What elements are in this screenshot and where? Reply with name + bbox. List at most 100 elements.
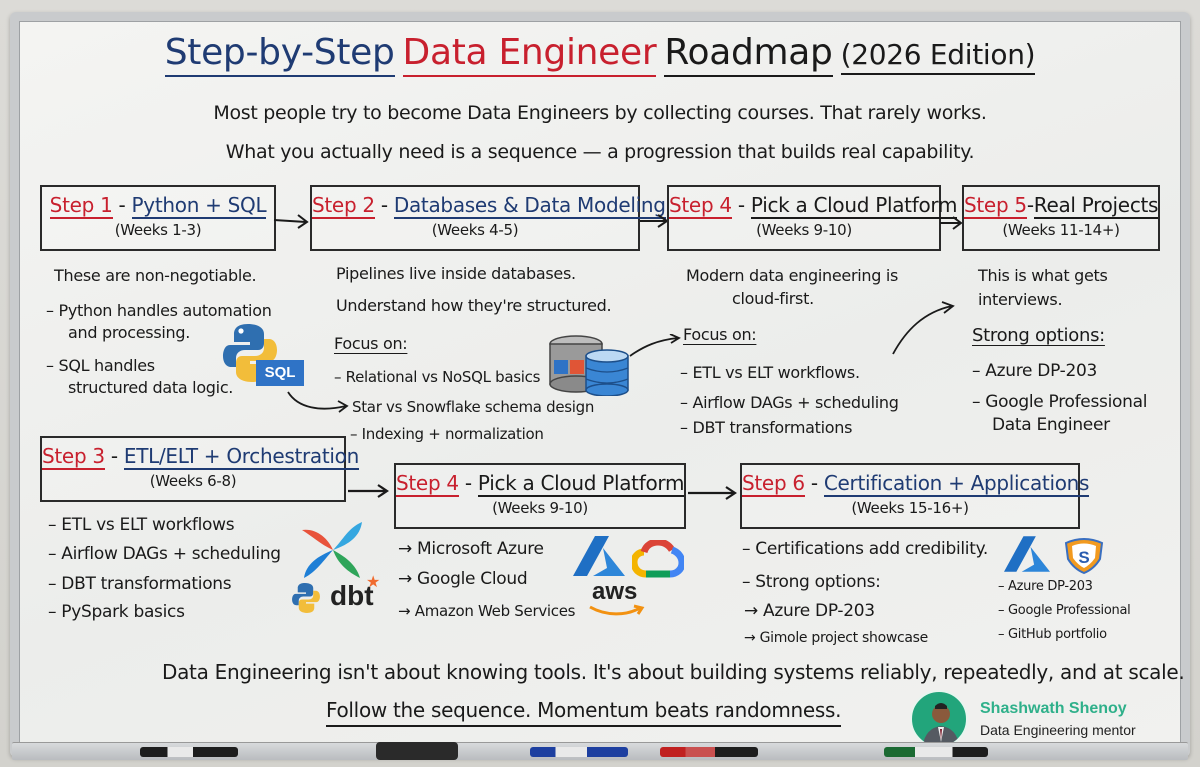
azure-icon <box>573 536 625 576</box>
step-5-bullet-1: – Azure DP-203 <box>972 361 1098 381</box>
step-6-side-1: – Azure DP-203 <box>998 579 1093 594</box>
step-2-bullet-3: – Indexing + normalization <box>350 425 544 443</box>
step-4-top-box: Step 4 - Pick a Cloud Platform (Weeks 9-… <box>667 185 957 251</box>
step-4-bottom-option-aws: → Amazon Web Services <box>398 602 576 620</box>
arrow-step1-to-step2-icon <box>273 214 309 229</box>
aws-logo-icon: aws <box>592 578 638 605</box>
arrow-db-to-focus-icon <box>629 334 681 357</box>
step-6-label: Step 6 <box>742 471 805 497</box>
step-5-bullet-2: – Google Professional <box>972 392 1148 412</box>
dbt-star-icon: ★ <box>366 572 381 591</box>
author-avatar <box>910 690 968 748</box>
arrow-step3-to-step4-icon <box>348 484 389 498</box>
step-5-weeks: (Weeks 11-14+) <box>1002 221 1120 239</box>
step-2-box: Step 2 - Databases & Data Modeling (Week… <box>310 185 666 251</box>
step-4-bottom-option-gcp: → Google Cloud <box>398 569 528 589</box>
step-2-bullet-2: Star vs Snowflake schema design <box>352 398 595 416</box>
step-2-focus-heading: Focus on: <box>334 334 408 353</box>
step-4-bottom-weeks: (Weeks 9-10) <box>492 499 588 517</box>
step-1-intro: These are non-negotiable. <box>54 266 257 285</box>
step-4-top-weeks: (Weeks 9-10) <box>756 221 852 239</box>
curved-arrow-icon <box>287 391 349 413</box>
step-3-bullet-3: – DBT transformations <box>48 574 232 594</box>
shield-s-icon: S <box>1064 538 1104 575</box>
sql-badge-icon: SQL <box>256 360 304 386</box>
footer-line-2: Follow the sequence. Momentum beats rand… <box>326 698 842 727</box>
step-2-intro-2: Understand how they're structured. <box>336 296 612 315</box>
author-name: Shashwath Shenoy <box>980 700 1127 717</box>
intro-line-2: What you actually need is a sequence — a… <box>225 141 975 163</box>
step-4-top-intro-2: cloud-first. <box>732 289 814 308</box>
step-5-intro-1: This is what gets <box>978 266 1108 285</box>
step-1-weeks: (Weeks 1-3) <box>114 221 202 239</box>
step-3-weeks: (Weeks 6-8) <box>149 472 237 490</box>
step-4-top-bullet-2: – Airflow DAGs + scheduling <box>680 393 899 412</box>
step-4-top-intro-1: Modern data engineering is <box>686 266 899 285</box>
green-marker <box>884 747 988 757</box>
blue-marker <box>530 747 628 757</box>
step-3-bullet-2: – Airflow DAGs + scheduling <box>48 544 281 564</box>
step-6-bullet-4: → Gimole project showcase <box>744 630 928 646</box>
title-part-3: Roadmap <box>664 32 833 77</box>
step-2-weeks: (Weeks 4-5) <box>431 221 519 239</box>
step-5-bullet-3: Data Engineer <box>992 415 1110 435</box>
title-part-4: (2026 Edition) <box>840 38 1036 75</box>
intro-line-1: Most people try to become Data Engineers… <box>213 102 987 124</box>
arrow-step4-to-step5-icon <box>940 216 963 230</box>
step-1-label: Step 1 <box>49 193 113 219</box>
person-icon <box>922 703 960 746</box>
step-4-top-focus-heading: Focus on: <box>683 325 757 344</box>
footer-line-2-text: Follow the sequence. Momentum beats rand… <box>326 698 842 727</box>
step-6-bullet-1: – Certifications add credibility. <box>742 539 989 559</box>
step-6-bullet-2: – Strong options: <box>742 572 881 592</box>
database-icon <box>549 335 629 396</box>
step-2-label: Step 2 <box>312 193 375 219</box>
step-3-box: Step 3 - ETL/ELT + Orchestration (Weeks … <box>40 436 359 502</box>
step-2-name: Databases & Data Modeling <box>393 193 666 219</box>
step-3-label: Step 3 <box>42 444 105 470</box>
title-part-2: Data Engineer <box>402 32 657 77</box>
svg-text:S: S <box>1078 548 1089 567</box>
step-5-box: Step 5-Real Projects (Weeks 11-14+) <box>962 185 1160 251</box>
step-6-box: Step 6 - Certification + Applications (W… <box>740 463 1089 529</box>
dbt-logo-icon: dbt <box>330 580 374 611</box>
author-role: Data Engineering mentor <box>980 722 1136 738</box>
step-1-box: Step 1 - Python + SQL (Weeks 1-3) <box>40 185 276 251</box>
azure-icon-small <box>1004 536 1050 572</box>
step-6-bullet-3: → Azure DP-203 <box>744 601 875 621</box>
step-1-bullet-1: – Python handles automation <box>46 301 272 320</box>
footer-line-1: Data Engineering isn't about knowing too… <box>162 660 1185 684</box>
step-6-side-3: – GitHub portfolio <box>998 627 1107 642</box>
step-4-bottom-box: Step 4 - Pick a Cloud Platform (Weeks 9-… <box>394 463 686 529</box>
step-4-bottom-label: Step 4 <box>396 471 459 497</box>
step-6-name: Certification + Applications <box>823 471 1090 497</box>
aws-smile-icon <box>589 604 645 616</box>
google-cloud-icon <box>632 540 684 578</box>
step-4-top-bullet-1: – ETL vs ELT workflows. <box>680 363 860 382</box>
step-5-options-heading: Strong options: <box>972 325 1105 346</box>
step-3-bullet-1: – ETL vs ELT workflows <box>48 515 235 535</box>
step-4-bottom-name: Pick a Cloud Platform <box>477 471 685 497</box>
step-6-side-2: – Google Professional <box>998 603 1131 618</box>
step-1-bullet-2b: structured data logic. <box>68 378 234 397</box>
step-4-bottom-option-azure: → Microsoft Azure <box>398 539 544 559</box>
red-marker <box>660 747 758 757</box>
curved-arrow-to-step5-icon <box>892 301 955 355</box>
step-4-top-name: Pick a Cloud Platform <box>750 193 958 219</box>
step-5-name: Real Projects <box>1033 193 1159 219</box>
python-icon-small <box>292 583 320 613</box>
step-3-name: ETL/ELT + Orchestration <box>123 444 359 470</box>
step-1-bullet-2: – SQL handles <box>46 356 155 375</box>
step-5-label: Step 5 <box>964 193 1027 219</box>
title-part-1: Step-by-Step <box>164 32 395 77</box>
step-3-bullet-4: – PySpark basics <box>48 602 185 622</box>
step-6-weeks: (Weeks 15-16+) <box>851 499 969 517</box>
step-1-bullet-1b: and processing. <box>68 323 191 342</box>
whiteboard-eraser <box>376 742 458 760</box>
black-marker <box>140 747 238 757</box>
step-1-name: Python + SQL <box>131 193 267 219</box>
step-2-bullet-1: – Relational vs NoSQL basics <box>334 368 541 386</box>
step-2-intro-1: Pipelines live inside databases. <box>336 264 576 283</box>
airflow-icon <box>302 522 362 578</box>
